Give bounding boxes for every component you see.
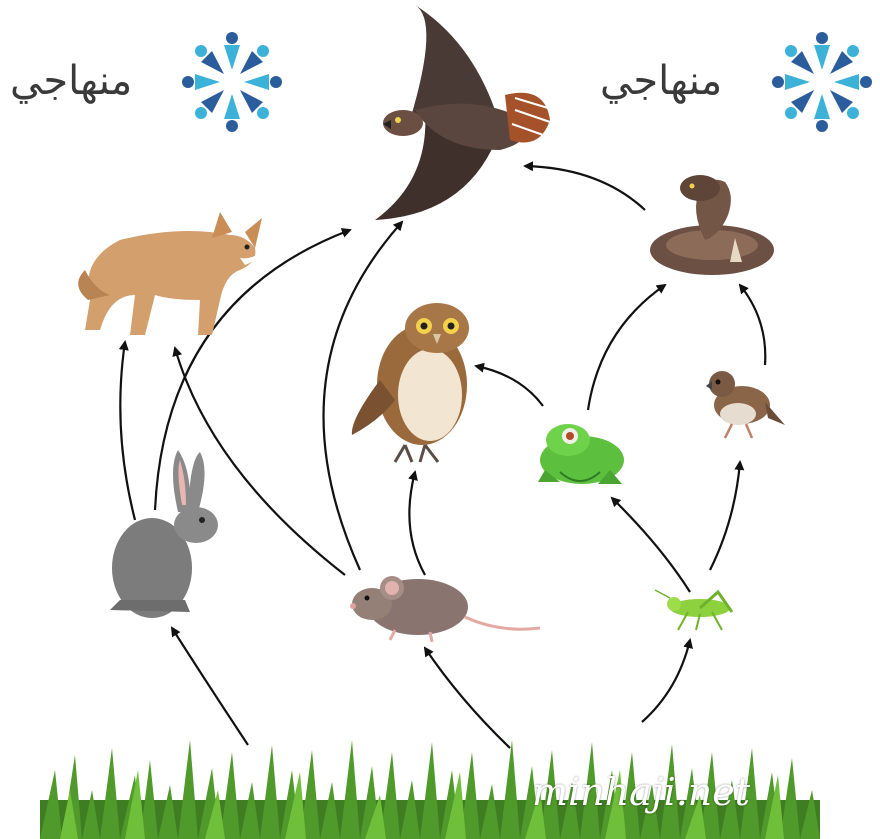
rattlesnake-icon bbox=[650, 175, 774, 275]
arrow-mouse-to-owl bbox=[409, 472, 425, 575]
owl-icon bbox=[352, 303, 469, 462]
frog-icon bbox=[538, 424, 624, 484]
arrow-sparrow-to-snake bbox=[740, 285, 765, 365]
sparrow-icon bbox=[706, 371, 785, 438]
fox-icon bbox=[78, 212, 262, 335]
arrow-grass-to-grasshopper bbox=[642, 640, 690, 722]
arrow-grasshopper-to-sparrow bbox=[710, 462, 740, 570]
arrow-grasshopper-to-frog bbox=[612, 498, 690, 592]
arrow-frog-to-owl bbox=[476, 366, 543, 406]
mouse-icon bbox=[350, 576, 540, 642]
logo-emblem-right bbox=[772, 32, 872, 132]
watermark-text: minhaji.net bbox=[532, 770, 750, 814]
logo-text-left: منهاجي bbox=[10, 58, 132, 104]
arrow-grass-to-mouse bbox=[425, 648, 510, 748]
logo-text-right: منهاجي bbox=[600, 58, 722, 104]
arrow-rabbit-to-fox bbox=[120, 342, 135, 520]
logo-emblem-left bbox=[182, 32, 282, 132]
grasshopper-icon bbox=[655, 590, 732, 630]
hawk-icon bbox=[375, 5, 550, 220]
arrow-grass-to-rabbit bbox=[172, 628, 248, 745]
arrow-snake-to-hawk bbox=[525, 166, 645, 210]
arrow-frog-to-snake bbox=[588, 285, 665, 410]
